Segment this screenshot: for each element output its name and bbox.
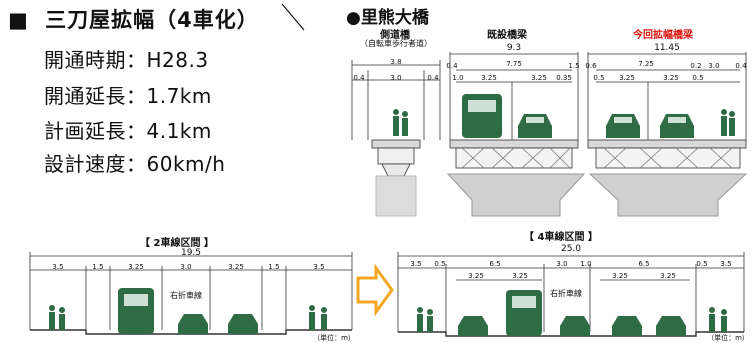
- new-dim-1: 0.5: [593, 74, 605, 82]
- page-title: ■ 三刀屋拡幅（4車化）: [8, 4, 259, 34]
- four-lane-lane-dim-3: 3.25: [660, 272, 676, 280]
- two-lane-dim-5: 1.5: [268, 263, 280, 271]
- four-lane-bus-icon: [506, 290, 542, 336]
- two-lane-car-icon-1: [178, 314, 208, 334]
- four-lane-lane-dim-0: 3.25: [468, 272, 484, 280]
- two-lane-unit-label: （単位：m）: [313, 334, 355, 342]
- two-lane-total-dim: 19.5: [180, 248, 202, 258]
- bridge-car-icon: [518, 114, 552, 138]
- four-lane-car-icon-4: [656, 316, 686, 336]
- two-lane-bus-icon: [118, 288, 154, 334]
- existing-dim-4: 0.35: [556, 74, 572, 82]
- transition-arrow-icon: [356, 263, 394, 317]
- bridge-bus-icon: [462, 94, 502, 138]
- sidewalk-total-dim: 3.8: [390, 58, 402, 66]
- existing-total-dim: 9.3: [506, 43, 522, 53]
- four-lane-dim-4: 1.0: [580, 260, 592, 268]
- four-lane-total-dim: 25.0: [560, 244, 582, 254]
- existing-bridge-title: 既設橋梁: [487, 30, 527, 41]
- bridge-pedestrian-icon-new: [721, 109, 735, 136]
- sidewalk-bridge-title: 側道橋: [380, 30, 410, 41]
- new-dim-2: 3.25: [619, 74, 635, 82]
- four-lane-lane-dim-1: 3.25: [512, 272, 528, 280]
- new-dim-3: 3.25: [663, 74, 679, 82]
- bridge-car-icon-new-1: [606, 114, 640, 138]
- four-lane-dim-2: 6.5: [489, 260, 501, 268]
- four-lane-dim-1: 0.5: [434, 260, 446, 268]
- new-total-dim: 11.45: [654, 43, 680, 53]
- existing-dim-5: 1.5: [568, 62, 580, 70]
- sidewalk-bridge-subtitle: （自転車歩行者道）: [360, 39, 432, 48]
- existing-pier: [446, 173, 586, 217]
- existing-dim-2: 3.25: [481, 74, 497, 82]
- existing-dim-3: 3.25: [531, 74, 547, 82]
- two-lane-section-title: 【 2車線区間 】: [140, 238, 214, 249]
- two-lane-pedestrian-icon: [49, 305, 327, 330]
- info-plan-length: 計画延長：4.1km: [44, 119, 212, 143]
- existing-mid-dim: 7.75: [506, 60, 522, 68]
- four-lane-dim-0: 3.5: [410, 260, 422, 268]
- four-lane-lane-dim-2: 3.25: [612, 272, 628, 280]
- sidewalk-dim-left: 0.4: [353, 74, 365, 82]
- new-mid-dim: 7.25: [638, 60, 654, 68]
- two-lane-section: [29, 252, 353, 335]
- four-lane-dim-3: 3.0: [556, 260, 568, 268]
- existing-dim-0: 0.4: [446, 62, 458, 70]
- bridge-pedestrian-icon: [393, 109, 408, 136]
- existing-dim-1: 1.0: [452, 74, 464, 82]
- info-design-speed: 設計速度：60km/h: [44, 152, 226, 176]
- new-pier: [588, 173, 748, 217]
- sidewalk-bridge: [351, 60, 441, 217]
- two-lane-turn-lane-label: 右折車線: [170, 291, 202, 300]
- title-square-icon: ■: [8, 8, 29, 32]
- four-lane-unit-label: （単位：m）: [707, 334, 749, 342]
- four-lane-dim-7: 3.5: [720, 260, 732, 268]
- four-lane-car-icon-2: [560, 316, 590, 336]
- info-open-length: 開通延長：1.7km: [44, 84, 212, 108]
- new-bridge: [587, 52, 747, 169]
- four-lane-car-icon-3: [612, 316, 642, 336]
- title-text: 三刀屋拡幅（4車化）: [45, 8, 259, 32]
- new-dim-5: 0.5: [692, 74, 704, 82]
- new-dim-0: 0.6: [585, 62, 597, 70]
- new-dim-6: 3.0: [708, 62, 720, 70]
- two-lane-car-icon-2: [228, 314, 258, 334]
- two-lane-dim-6: 3.5: [313, 263, 325, 271]
- leader-line: [281, 3, 305, 31]
- two-lane-dim-3: 3.0: [180, 263, 192, 271]
- two-lane-dim-2: 3.25: [128, 263, 144, 271]
- four-lane-car-icon-1: [458, 316, 488, 336]
- bridge-car-icon-new-2: [660, 114, 694, 138]
- info-open-date: 開通時期：H28.3: [44, 48, 209, 72]
- four-lane-dim-6: 0.5: [696, 260, 708, 268]
- new-dim-7: 0.4: [735, 62, 747, 70]
- two-lane-dim-4: 3.25: [228, 263, 244, 271]
- existing-bridge: [449, 52, 579, 169]
- new-dim-4: 0.2: [690, 62, 702, 70]
- bridge-name: ●里熊大橋: [346, 8, 429, 28]
- four-lane-section-title: 【 4車線区間 】: [524, 232, 598, 243]
- sidewalk-dim-right: 0.4: [427, 74, 439, 82]
- four-lane-dim-5: 6.5: [638, 260, 650, 268]
- two-lane-dim-1: 1.5: [92, 263, 104, 271]
- sidewalk-dim-mid: 3.0: [390, 74, 402, 82]
- two-lane-dim-0: 3.5: [52, 263, 64, 271]
- new-bridge-title: 今回拡幅橋梁: [633, 30, 693, 41]
- four-lane-turn-lane-label: 右折車線: [550, 289, 582, 298]
- four-lane-pedestrian-icon: [417, 307, 727, 332]
